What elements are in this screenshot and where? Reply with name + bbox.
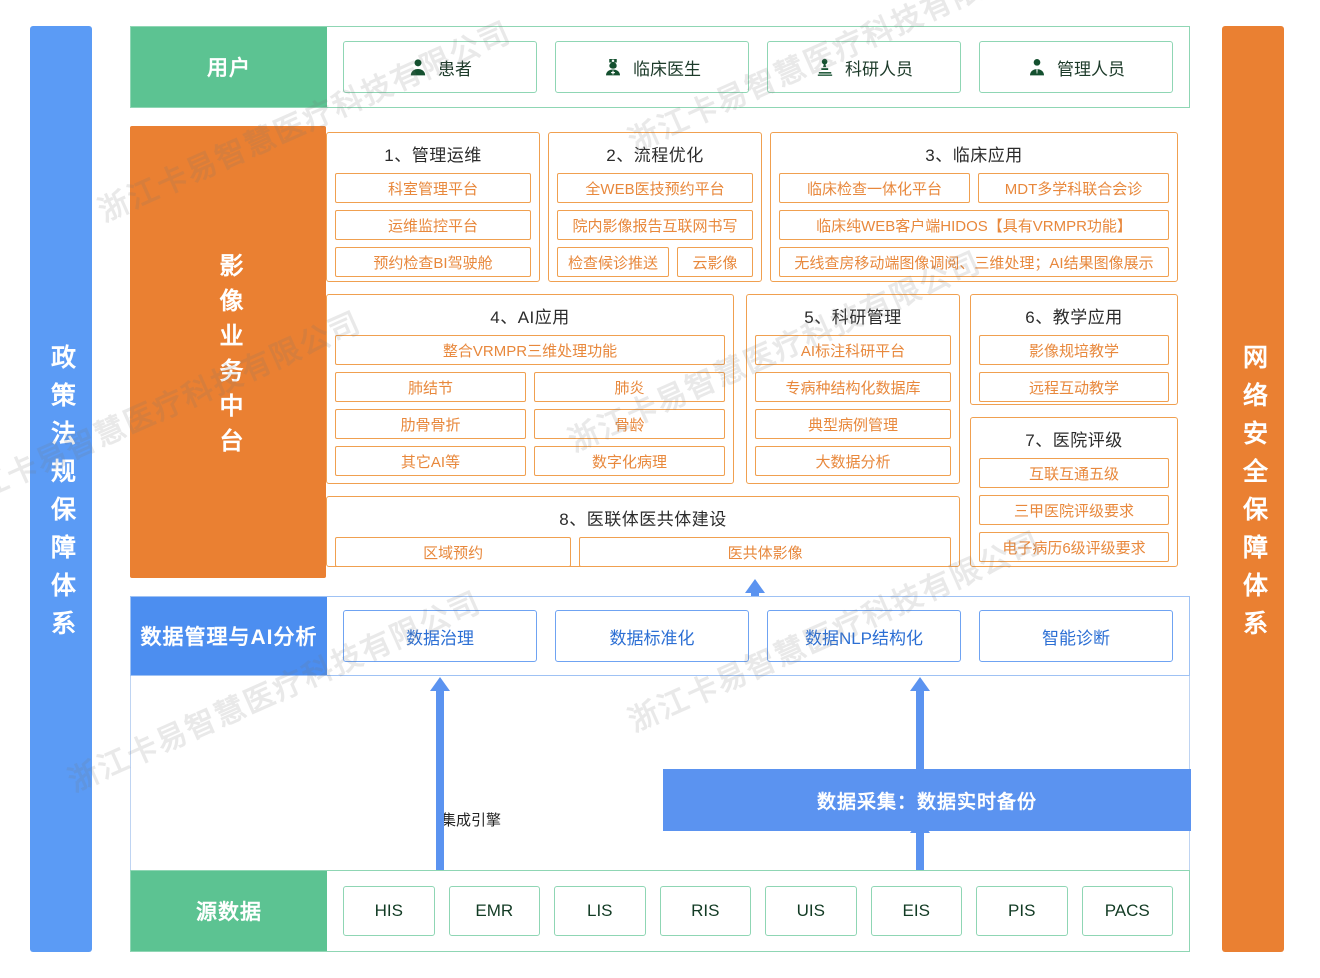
- user-item-label: 科研人员: [845, 59, 913, 79]
- platform-chip-row: 其它AI等 数字化病理: [335, 446, 725, 476]
- platform-chip[interactable]: 临床检查一体化平台: [779, 173, 970, 203]
- platform-chip[interactable]: 医共体影像: [579, 537, 951, 567]
- source-data-band: 源数据 HIS EMR LIS RIS UIS EIS PIS PACS: [130, 870, 1190, 952]
- platform-section-4: 4、AI应用 整合VRMPR三维处理功能 肺结节 肺炎 肋骨骨折 骨龄 其它AI…: [326, 294, 734, 484]
- integration-region: 数据采集：数据实时备份 集成引擎: [130, 676, 1191, 870]
- platform-chip[interactable]: 专病种结构化数据库: [755, 372, 951, 402]
- platform-chip[interactable]: MDT多学科联合会诊: [978, 173, 1169, 203]
- source-item[interactable]: UIS: [765, 886, 857, 936]
- section-title: 6、教学应用: [1025, 308, 1123, 327]
- imaging-platform-label: 影像业务中台: [130, 126, 326, 578]
- platform-chip-row: 肋骨骨折 骨龄: [335, 409, 725, 439]
- section-title: 2、流程优化: [606, 146, 704, 165]
- platform-chip[interactable]: 整合VRMPR三维处理功能: [335, 335, 725, 365]
- platform-section-6: 6、教学应用 影像规培教学 远程互动教学: [970, 294, 1178, 405]
- user-band-label: 用户: [131, 27, 327, 107]
- section-title: 3、临床应用: [925, 146, 1023, 165]
- source-item[interactable]: EMR: [448, 886, 540, 936]
- section-title: 5、科研管理: [804, 308, 902, 327]
- network-security-rail-label: 网络安全保障体系: [1239, 343, 1268, 648]
- source-item[interactable]: LIS: [554, 886, 646, 936]
- platform-section-8: 8、医联体医共体建设 区域预约 医共体影像: [326, 496, 960, 567]
- section-title: 8、医联体医共体建设: [559, 510, 727, 529]
- platform-chip[interactable]: 肺炎: [534, 372, 725, 402]
- source-item[interactable]: HIS: [343, 886, 435, 936]
- person-icon: [408, 57, 428, 77]
- platform-chip[interactable]: 数字化病理: [534, 446, 725, 476]
- data-management-band-label: 数据管理与AI分析: [131, 597, 327, 675]
- platform-chip[interactable]: 大数据分析: [755, 446, 951, 476]
- arrow-source-to-data-left: [436, 690, 444, 870]
- policy-regulation-rail-label: 政策法规保障体系: [47, 343, 76, 648]
- section-title: 1、管理运维: [384, 146, 482, 165]
- user-item-label: 患者: [438, 59, 472, 79]
- platform-chip-row: 临床检查一体化平台 MDT多学科联合会诊: [779, 173, 1169, 203]
- data-item[interactable]: 数据治理: [343, 610, 537, 662]
- manager-icon: [1027, 57, 1047, 77]
- section-title: 4、AI应用: [490, 308, 570, 327]
- platform-chip[interactable]: 临床纯WEB客户端HIDOS【具有VRMPR功能】: [779, 210, 1169, 240]
- platform-chip[interactable]: 肺结节: [335, 372, 526, 402]
- platform-chip-row: 肺结节 肺炎: [335, 372, 725, 402]
- user-item-researcher[interactable]: 科研人员: [767, 41, 961, 93]
- user-item-manager[interactable]: 管理人员: [979, 41, 1173, 93]
- platform-chip[interactable]: 院内影像报告互联网书写: [557, 210, 753, 240]
- source-data-items: HIS EMR LIS RIS UIS EIS PIS PACS: [327, 871, 1189, 951]
- platform-chip[interactable]: 无线查房移动端图像调阅、三维处理；AI结果图像展示: [779, 247, 1169, 277]
- integration-engine-label: 集成引擎: [440, 812, 501, 829]
- platform-chip[interactable]: 科室管理平台: [335, 173, 531, 203]
- platform-chip[interactable]: 其它AI等: [335, 446, 526, 476]
- user-item-clinician[interactable]: 临床医生: [555, 41, 749, 93]
- arrow-source-to-collect: [916, 832, 924, 870]
- user-band-items: 患者 临床医生 科研人员 管理人员: [327, 27, 1189, 107]
- platform-chip[interactable]: 检查候诊推送: [557, 247, 670, 277]
- user-item-label: 管理人员: [1057, 59, 1125, 79]
- platform-chip[interactable]: 骨龄: [534, 409, 725, 439]
- platform-section-3: 3、临床应用 临床检查一体化平台 MDT多学科联合会诊 临床纯WEB客户端HID…: [770, 132, 1178, 282]
- source-item[interactable]: PIS: [976, 886, 1068, 936]
- data-management-items: 数据治理 数据标准化 数据NLP结构化 智能诊断: [327, 597, 1189, 675]
- arrow-collect-to-data: [916, 690, 924, 769]
- data-management-band: 数据管理与AI分析 数据治理 数据标准化 数据NLP结构化 智能诊断: [130, 596, 1190, 676]
- section-title: 7、医院评级: [1025, 431, 1123, 450]
- user-item-label: 临床医生: [633, 59, 701, 79]
- platform-chip[interactable]: 预约检查BI驾驶舱: [335, 247, 531, 277]
- platform-chip[interactable]: 云影像: [677, 247, 753, 277]
- user-item-patient[interactable]: 患者: [343, 41, 537, 93]
- source-item[interactable]: EIS: [870, 886, 962, 936]
- user-band: 用户 患者 临床医生 科研人员: [130, 26, 1190, 108]
- source-item[interactable]: PACS: [1081, 886, 1173, 936]
- platform-chip[interactable]: 远程互动教学: [979, 372, 1169, 402]
- data-item[interactable]: 数据NLP结构化: [767, 610, 961, 662]
- platform-section-5: 5、科研管理 AI标注科研平台 专病种结构化数据库 典型病例管理 大数据分析: [746, 294, 960, 484]
- platform-chip[interactable]: 肋骨骨折: [335, 409, 526, 439]
- microscope-icon: [815, 57, 835, 77]
- source-item[interactable]: RIS: [659, 886, 751, 936]
- source-data-band-label: 源数据: [131, 871, 327, 951]
- platform-section-2: 2、流程优化 全WEB医技预约平台 院内影像报告互联网书写 检查候诊推送 云影像: [548, 132, 762, 282]
- platform-chip[interactable]: 典型病例管理: [755, 409, 951, 439]
- platform-chip[interactable]: 电子病历6级评级要求: [979, 532, 1169, 562]
- platform-chip[interactable]: 运维监控平台: [335, 210, 531, 240]
- platform-chip[interactable]: 全WEB医技预约平台: [557, 173, 753, 203]
- imaging-platform-body: 1、管理运维 科室管理平台 运维监控平台 预约检查BI驾驶舱 2、流程优化 全W…: [326, 126, 1190, 578]
- diagram-stage: 用户 患者 临床医生 科研人员: [130, 26, 1191, 952]
- imaging-platform: 影像业务中台 1、管理运维 科室管理平台 运维监控平台 预约检查BI驾驶舱 2、…: [130, 126, 1190, 578]
- platform-chip[interactable]: 互联互通五级: [979, 458, 1169, 488]
- platform-chip[interactable]: 区域预约: [335, 537, 572, 567]
- platform-chip[interactable]: AI标注科研平台: [755, 335, 951, 365]
- policy-regulation-rail: 政策法规保障体系: [30, 26, 92, 952]
- data-item[interactable]: 数据标准化: [555, 610, 749, 662]
- data-item[interactable]: 智能诊断: [979, 610, 1173, 662]
- platform-section-1: 1、管理运维 科室管理平台 运维监控平台 预约检查BI驾驶舱: [326, 132, 540, 282]
- platform-chip[interactable]: 影像规培教学: [979, 335, 1169, 365]
- platform-section-7: 7、医院评级 互联互通五级 三甲医院评级要求 电子病历6级评级要求: [970, 417, 1178, 567]
- doctor-icon: [603, 57, 623, 77]
- network-security-rail: 网络安全保障体系: [1222, 26, 1284, 952]
- platform-chip-row: 检查候诊推送 云影像: [557, 247, 753, 277]
- platform-chip-row: 区域预约 医共体影像: [335, 537, 951, 567]
- platform-chip[interactable]: 三甲医院评级要求: [979, 495, 1169, 525]
